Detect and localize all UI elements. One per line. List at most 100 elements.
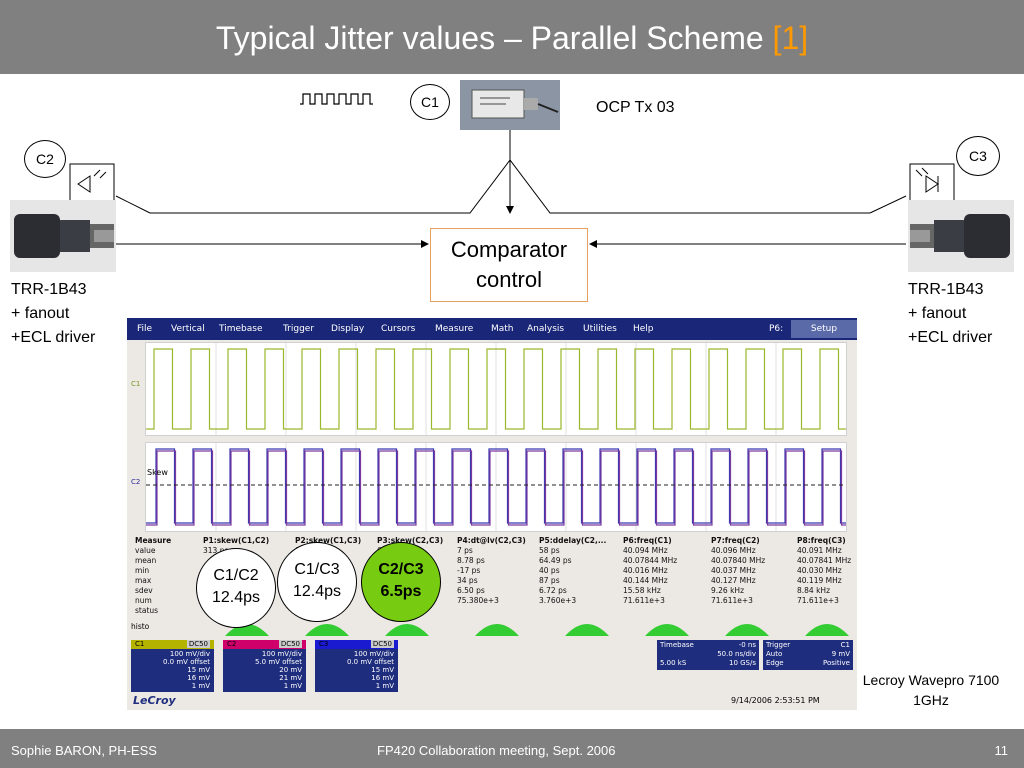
measure-cell: 58 ps [539, 546, 560, 555]
histogram-peak [385, 624, 429, 636]
ocp-label: OCP Tx 03 [596, 99, 675, 116]
histogram-peak [305, 624, 349, 636]
scope-timestamp: 9/14/2006 2:53:51 PM [731, 696, 820, 705]
measure-cell: 75.380e+3 [457, 596, 499, 605]
measure-cell: 71.611e+3 [623, 596, 665, 605]
measure-cell: 313 ns [203, 546, 229, 555]
measure-cell: 7 ps [457, 546, 473, 555]
histogram-peak [645, 624, 689, 636]
scope-menu-display[interactable]: Display [331, 324, 365, 334]
measure-cell: 64.49 ps [539, 556, 572, 565]
measure-cell: 34 ps [457, 576, 478, 585]
trace-c1-label: C1 [131, 380, 141, 388]
oscilloscope-screen: File Vertical Timebase Trigger Display C… [127, 318, 857, 710]
left-receiver-photo [10, 200, 116, 272]
measure-cell: 6.50 ps [457, 586, 485, 595]
jitter-bubble-c1-c3: C1/C3 12.4ps [277, 542, 357, 622]
measure-cell: P2:skew(C1,C3) [295, 536, 362, 545]
measure-cell: 40.119 MHz [797, 576, 842, 585]
histogram-strip [225, 624, 849, 636]
measure-cell: 40.07841 MHz [797, 556, 852, 565]
measure-cell: P6:freq(C1) [623, 536, 672, 545]
clock-waveform-icon [300, 93, 373, 105]
histo-label: histo [131, 622, 150, 631]
histogram-peak [805, 624, 849, 636]
measure-cell: 40.07840 MHz [711, 556, 766, 565]
measure-row-label: sdev [135, 586, 153, 595]
trace-c1 [145, 342, 847, 436]
measure-cell: 40.144 MHz [623, 576, 668, 585]
ocp-transmitter-photo [460, 80, 560, 130]
comparator-line2: control [475, 267, 543, 292]
skew-label: Skew [147, 468, 168, 477]
histogram-peak [475, 624, 519, 636]
timebase-box[interactable]: Timebase -0 ns 50.0 ns/div 5.00 kS 10 GS… [657, 640, 759, 670]
measure-cell: 8.84 kHz [797, 586, 831, 595]
measure-row-label: num [135, 596, 152, 605]
measure-cell: 40 ps [539, 566, 560, 575]
measure-cell: 71.611e+3 [711, 596, 753, 605]
histogram-peak [725, 624, 769, 636]
trace-c3-waveform [146, 450, 846, 526]
comparator-line1: Comparator [450, 237, 568, 262]
measure-cell: 9.26 kHz [711, 586, 745, 595]
histogram-peak [565, 624, 609, 636]
scope-menu-utilities[interactable]: Utilities [583, 324, 617, 334]
scope-menu-math[interactable]: Math [491, 324, 514, 334]
footer-event: FP420 Collaboration meeting, Sept. 2006 [377, 743, 616, 758]
right-receiver-label: TRR-1B43 + fanout +ECL driver [908, 281, 993, 346]
measure-cell: 15.58 kHz [623, 586, 661, 595]
scope-menu-timebase[interactable]: Timebase [219, 324, 263, 334]
scope-menu-file[interactable]: File [137, 324, 153, 334]
diagram-wires [69, 93, 955, 248]
measure-cell: P5:ddelay(C2,... [539, 536, 607, 545]
jitter-bubble-c1-c2: C1/C2 12.4ps [196, 548, 276, 628]
lecroy-logo: LeCroy [133, 694, 176, 707]
measure-row-label: Measure [135, 536, 172, 545]
scope-menu-analysis[interactable]: Analysis [527, 324, 565, 334]
scope-menu-help[interactable]: Help [633, 324, 654, 334]
measure-cell: 40.094 MHz [623, 546, 668, 555]
title-bar: Typical Jitter values – Parallel Scheme … [0, 0, 1024, 74]
scope-menu-cursors[interactable]: Cursors [381, 324, 416, 334]
measure-cell: P4:dt@lv(C2,C3) [457, 536, 526, 545]
c3-marker: C3 [956, 136, 1000, 176]
measure-cell: 3.760e+3 [539, 596, 577, 605]
scope-menu-vertical[interactable]: Vertical [171, 324, 205, 334]
measure-row-label: value [135, 546, 156, 555]
measure-cell: P3:skew(C2,C3) [377, 536, 444, 545]
jitter-bubble-c2-c3: C2/C3 6.5ps [361, 542, 441, 622]
footer-page-number: 11 [994, 743, 1009, 758]
measure-row-label: max [135, 576, 152, 585]
trace-c2-label: C2 [131, 478, 141, 486]
footer-author: Sophie BARON, PH-ESS [11, 743, 157, 758]
measure-cell: 40.091 MHz [797, 546, 842, 555]
scope-menu-trigger[interactable]: Trigger [283, 324, 315, 334]
trace-c2-waveform [146, 448, 846, 524]
trace-c2-c3 [145, 442, 847, 532]
scope-setup-button[interactable]: Setup [791, 320, 857, 338]
measure-cell: 8.78 ps [457, 556, 485, 565]
measure-cell: 40.016 MHz [623, 566, 668, 575]
footer-bar: Sophie BARON, PH-ESS FP420 Collaboration… [0, 729, 1024, 768]
measure-cell: 40.127 MHz [711, 576, 756, 585]
trigger-box[interactable]: Trigger C1 Auto 9 mV Edge Positive [763, 640, 853, 670]
measure-cell: 40.037 MHz [711, 566, 756, 575]
scope-menu-bar: File Vertical Timebase Trigger Display C… [127, 318, 857, 340]
instrument-label: Lecroy Wavepro 7100 1GHz [862, 672, 1000, 708]
measure-cell: 6.72 ps [539, 586, 567, 595]
comparator-control-box: Comparator control [430, 228, 588, 302]
scope-menu-measure[interactable]: Measure [435, 324, 474, 334]
slide-title: Typical Jitter values – Parallel Scheme … [0, 20, 1024, 57]
c2-marker: C2 [24, 140, 66, 178]
measure-cell: 71.611e+3 [797, 596, 839, 605]
measure-cell: 40.030 MHz [797, 566, 842, 575]
measure-row-label: min [135, 566, 150, 575]
scope-menu-page: P6: [769, 324, 784, 334]
right-receiver-photo [908, 200, 1014, 272]
slide-title-reference: [1] [772, 20, 809, 56]
trace-c1-waveform [146, 348, 846, 430]
